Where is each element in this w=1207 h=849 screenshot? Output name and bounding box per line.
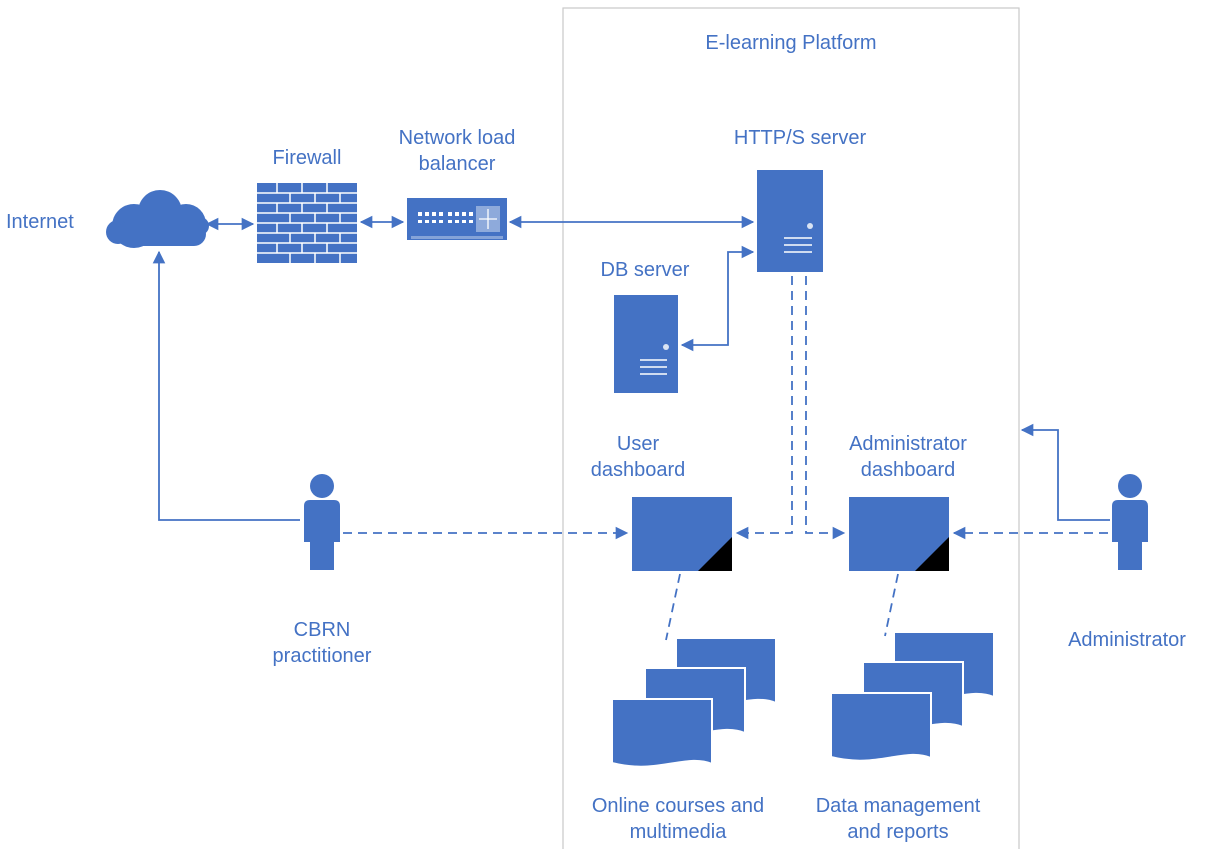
reports-label-line2: and reports [847, 821, 949, 843]
user-dashboard-label-line1: User [616, 433, 660, 455]
db-server-icon [614, 295, 678, 393]
admin-dashboard-label: Administrator dashboard [828, 431, 988, 483]
http-server-icon [757, 170, 823, 272]
http-server-label: HTTP/S server [733, 127, 867, 149]
connector-administrator-platform [1020, 423, 1110, 521]
courses-label: Online courses and multimedia [572, 793, 784, 845]
internet-label: Internet [6, 211, 74, 233]
administrator-label: Administrator [1068, 629, 1186, 651]
admin-dashboard-label-line1: Administrator [849, 433, 967, 455]
connector-user-dashboard-courses [665, 573, 681, 641]
cloud-icon [106, 190, 209, 248]
courses-label-line2: multimedia [629, 821, 727, 843]
brick-wall-icon [257, 183, 357, 263]
connector-http-user-dashboard [735, 276, 793, 540]
connector-http-db [680, 245, 755, 352]
firewall-label: Firewall [272, 147, 342, 169]
platform-title: E-learning Platform [705, 32, 877, 54]
practitioner-person-icon [304, 474, 340, 570]
courses-label-line1: Online courses and [591, 795, 765, 817]
admin-dashboard-label-line2: dashboard [860, 459, 956, 481]
administrator-person-icon [1112, 474, 1148, 570]
platform-boundary [562, 7, 1020, 849]
practitioner-label: CBRN practitioner [252, 617, 392, 669]
connector-http-admin-dashboard [805, 276, 846, 540]
user-dashboard-icon [632, 497, 732, 571]
load-balancer-label: Network load balancer [372, 125, 542, 177]
db-server-label: DB server [600, 259, 690, 281]
load-balancer-label-line1: Network load [398, 127, 516, 149]
practitioner-label-line2: practitioner [272, 645, 372, 667]
reports-label-line1: Data management [815, 795, 981, 817]
user-dashboard-label: User dashboard [578, 431, 698, 483]
practitioner-label-line1: CBRN [293, 619, 351, 641]
courses-documents-icon [611, 637, 777, 768]
reports-documents-icon [830, 631, 995, 762]
load-balancer-icon [407, 198, 507, 240]
user-dashboard-label-line2: dashboard [590, 459, 686, 481]
reports-label: Data management and reports [794, 793, 1002, 845]
connector-practitioner-internet [152, 250, 300, 521]
admin-dashboard-icon [849, 497, 949, 571]
load-balancer-label-line2: balancer [418, 153, 496, 175]
connector-admin-dashboard-reports [884, 573, 899, 637]
